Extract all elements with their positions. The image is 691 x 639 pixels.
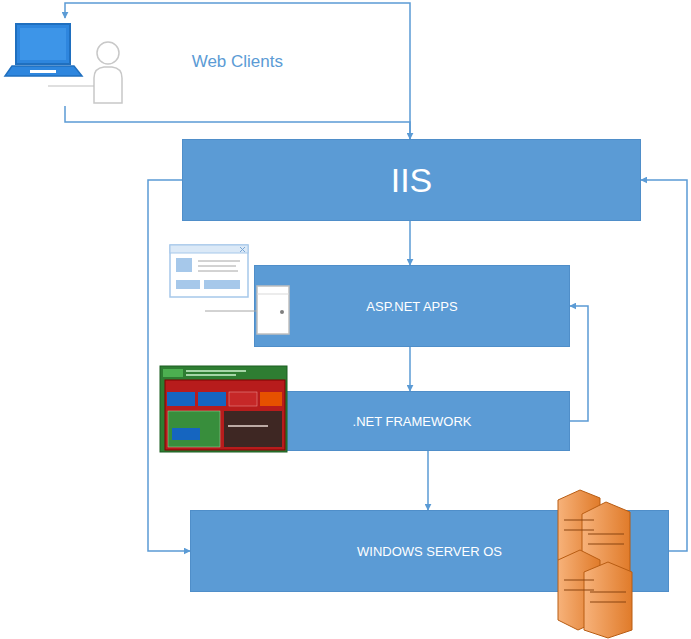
connector-arrow — [641, 180, 687, 551]
node-label: IIS — [391, 161, 433, 200]
connector-arrow — [148, 180, 190, 551]
connector-arrow — [409, 221, 411, 265]
connector-arrow — [409, 347, 411, 391]
connector-arrow — [65, 106, 410, 139]
leader-line — [205, 311, 257, 312]
node-label: WINDOWS SERVER OS — [357, 544, 502, 559]
server-stack — [558, 490, 632, 638]
process-box: WINDOWS SERVER OS — [190, 510, 669, 592]
process-box: .NET FRAMEWORK — [254, 391, 570, 451]
framework-picture — [160, 366, 287, 452]
node-label: .NET FRAMEWORK — [353, 414, 472, 429]
leader-line — [48, 86, 94, 87]
connector-arrow — [570, 306, 588, 421]
laptop-icon — [5, 24, 82, 76]
node-label: ASP.NET APPS — [366, 299, 457, 314]
window-icon — [170, 245, 248, 297]
person-icon — [94, 42, 122, 103]
connector-arrow — [65, 3, 410, 139]
client-group: Web Clients — [5, 18, 305, 106]
process-box: IIS — [182, 139, 641, 221]
server-icon — [257, 286, 289, 334]
connector-arrow — [427, 451, 429, 510]
node-label: Web Clients — [192, 52, 283, 72]
process-box: ASP.NET APPS — [254, 265, 570, 347]
